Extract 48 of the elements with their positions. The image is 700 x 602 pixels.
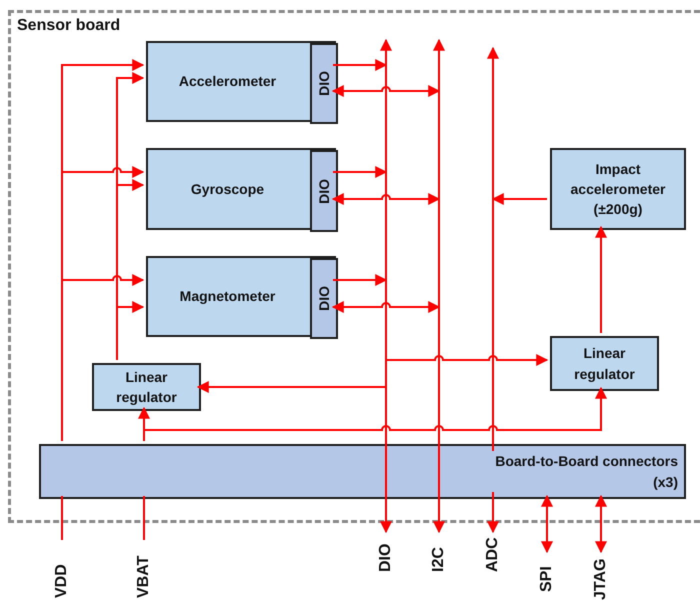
signal-label: DIO xyxy=(378,542,394,572)
arrow xyxy=(333,274,388,286)
signal-label: VBAT xyxy=(136,554,152,598)
arrow xyxy=(541,494,553,554)
port-box xyxy=(310,258,338,339)
arrow xyxy=(380,38,392,534)
signal-label: I2C xyxy=(431,546,447,572)
arrow xyxy=(595,494,607,554)
connector-bar xyxy=(39,444,686,499)
arrow xyxy=(332,193,440,205)
box-label: Gyroscope xyxy=(190,180,264,199)
arrow xyxy=(196,381,386,393)
port-box xyxy=(310,150,338,232)
signal-label: ADC xyxy=(485,536,501,572)
box-label: Linear regulator xyxy=(573,344,636,384)
arrow xyxy=(61,274,144,441)
connector-line xyxy=(143,496,145,540)
process-box xyxy=(550,336,659,391)
arrow xyxy=(487,46,499,534)
sensor-box xyxy=(146,41,336,122)
process-box xyxy=(92,363,201,411)
port-label: DIO xyxy=(317,286,331,311)
arrow xyxy=(433,38,445,534)
connector-line xyxy=(61,496,63,540)
sensor-box xyxy=(146,256,336,337)
box-label: Impact accelerometer (±200g) xyxy=(570,160,666,220)
box-label: Magnetometer xyxy=(180,287,276,306)
signal-label: VDD xyxy=(54,563,70,598)
arrow xyxy=(386,354,548,366)
arrow xyxy=(143,386,607,441)
port-box xyxy=(310,43,338,124)
port-label: DIO xyxy=(317,178,331,204)
arrow xyxy=(333,166,388,178)
arrow xyxy=(595,226,607,333)
arrow xyxy=(332,85,440,97)
arrow xyxy=(332,301,440,313)
process-box xyxy=(550,148,686,230)
sensor-box xyxy=(146,148,336,230)
arrow xyxy=(492,193,547,205)
board-outline xyxy=(8,10,700,523)
arrow xyxy=(333,59,388,71)
signal-label: SPI xyxy=(539,565,555,592)
group-title: Sensor board xyxy=(17,17,120,35)
box-label: Linear regulator xyxy=(115,368,178,407)
signal-label: JTAG xyxy=(593,558,609,600)
box-label: Accelerometer xyxy=(178,72,276,92)
arrow xyxy=(116,301,144,360)
port-label: DIO xyxy=(317,71,331,96)
